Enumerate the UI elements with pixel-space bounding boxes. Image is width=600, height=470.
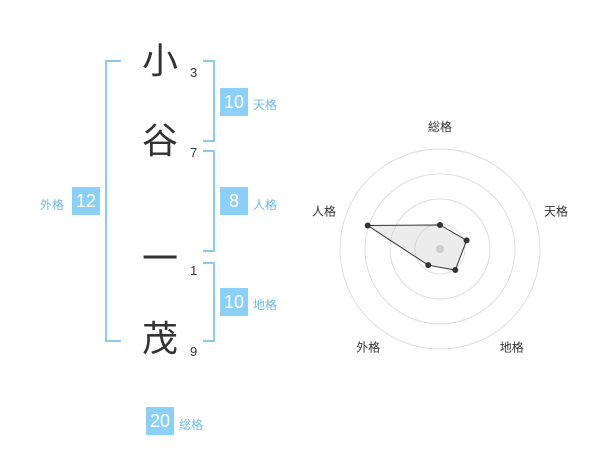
radar-ring <box>364 173 516 325</box>
tenkaku-value: 10 <box>220 88 248 116</box>
jinkaku-label: 人格 <box>253 198 278 212</box>
tenkaku-label: 天格 <box>253 98 278 112</box>
radar-axis-label: 天格 <box>544 203 568 218</box>
jinkaku-bracket <box>203 150 215 252</box>
radar-polygon <box>366 224 468 271</box>
stroke-count-2: 7 <box>190 145 198 160</box>
radar-point <box>425 262 432 269</box>
radar-ring <box>339 148 541 350</box>
chikaku-bracket <box>203 262 215 342</box>
radar-axis-label: 総格 <box>428 119 452 134</box>
radar-point <box>463 237 470 244</box>
gaikaku-bracket <box>105 60 121 342</box>
name-char-2: 谷 <box>142 121 179 162</box>
radar-center <box>436 245 444 253</box>
name-char-4: 茂 <box>142 319 179 360</box>
jinkaku-value: 8 <box>220 187 248 215</box>
name-char-1: 小 <box>142 41 179 82</box>
stroke-count-1: 3 <box>190 65 198 80</box>
stroke-count-4: 9 <box>190 344 198 359</box>
radar-axis-label: 人格 <box>312 203 336 218</box>
name-char-3: 一 <box>142 239 179 280</box>
soukaku-value: 20 <box>146 407 174 435</box>
chikaku-value: 10 <box>220 288 248 316</box>
tenkaku-bracket <box>203 60 215 142</box>
radar-point <box>452 267 459 274</box>
radar-point <box>364 222 371 229</box>
gaikaku-value: 12 <box>72 187 100 215</box>
chikaku-label: 地格 <box>253 298 278 312</box>
gaikaku-label: 外格 <box>40 198 65 212</box>
radar-axis-label: 外格 <box>356 340 380 355</box>
soukaku-label: 総格 <box>179 418 204 432</box>
stroke-count-3: 1 <box>190 263 198 278</box>
radar-ring <box>389 198 491 300</box>
radar-axis-label: 地格 <box>500 340 524 355</box>
radar-point <box>437 222 443 228</box>
